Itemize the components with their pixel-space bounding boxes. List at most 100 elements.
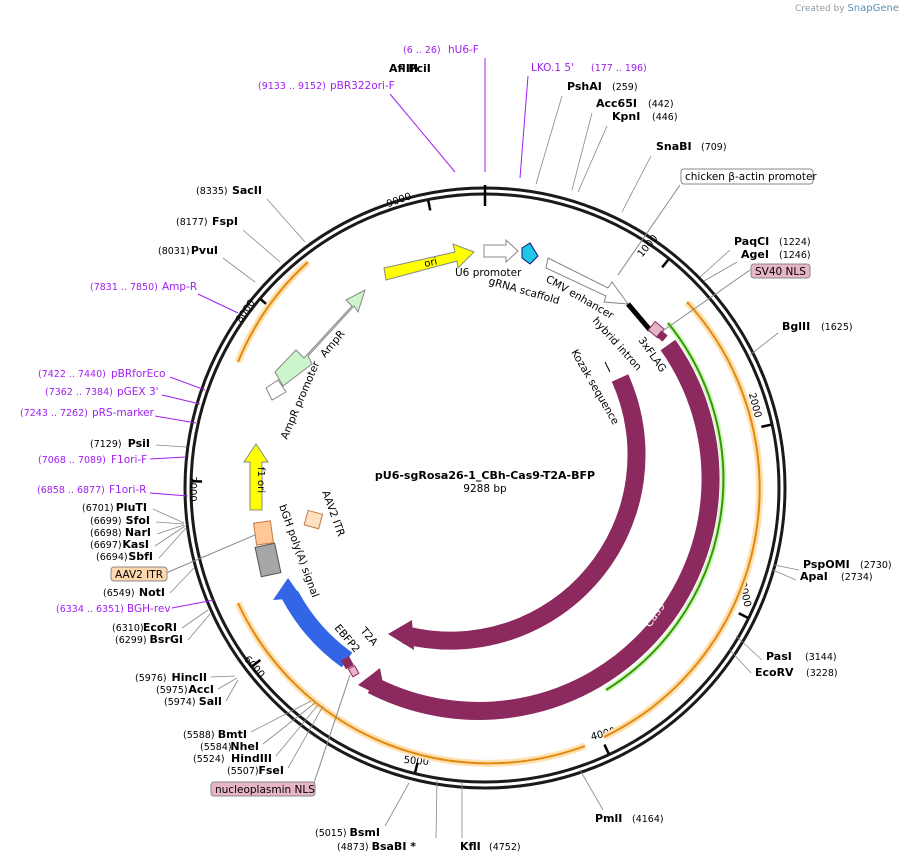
site-leader-28 (154, 525, 186, 547)
site-position: (6697) (90, 540, 122, 551)
primer-name[interactable]: F1ori-R (109, 484, 146, 496)
site-name[interactable]: PvuI (191, 244, 218, 257)
primer-name[interactable]: pGEX 3' (117, 386, 159, 398)
primer-leader-8 (149, 492, 189, 497)
kozak-label: Kozak sequence (568, 348, 621, 427)
primer-range: (7362 .. 7384) (45, 387, 113, 398)
site-name[interactable]: SalI (199, 695, 222, 708)
site-name[interactable]: NotI (139, 586, 165, 599)
primer-name[interactable]: F1ori-F (111, 454, 147, 466)
green-arc (605, 322, 725, 691)
primer-name[interactable]: pRS-marker (92, 407, 155, 419)
cas9-inner-arrowhead (388, 620, 414, 650)
site-name[interactable]: KpnI (612, 110, 640, 123)
site-name[interactable]: SbfI (128, 550, 153, 563)
primer-leader-1 (519, 75, 529, 179)
site-leader-21 (225, 679, 239, 702)
primer-leader-5 (161, 394, 201, 405)
site-leader-18 (275, 704, 319, 757)
primer-range: (7068 .. 7089) (38, 455, 106, 466)
cmv-enhancer-arrow (545, 257, 630, 305)
site-position: (5584) (200, 742, 232, 753)
primer-name[interactable]: LKO.1 5' (531, 62, 574, 74)
tick-mark-4000 (603, 744, 610, 755)
site-name[interactable]: PsiI (128, 437, 150, 450)
site-name[interactable]: NarI (125, 526, 151, 539)
primer-name[interactable]: BGH-rev (127, 603, 171, 615)
site-position: (259) (612, 82, 638, 93)
ampr-arrow (274, 288, 366, 387)
site-name[interactable]: PasI (766, 650, 792, 663)
site-name[interactable]: Acc65I (596, 97, 637, 110)
site-leader-5 (621, 155, 652, 213)
site-name[interactable]: SacII (232, 184, 262, 197)
site-position: (6694) (96, 552, 128, 563)
site-name[interactable]: AflIII (389, 62, 418, 75)
nucleoplasmin-nls-callout: nucleoplasmin NLS (210, 674, 351, 797)
site-position: (6310) (112, 623, 144, 634)
site-name[interactable]: AccI (188, 683, 214, 696)
site-leader-27 (158, 527, 187, 559)
site-leader-23 (210, 675, 236, 678)
site-name[interactable]: BsmI (350, 826, 381, 839)
aav2-itr-box-label: AAV2 ITR (115, 569, 163, 581)
site-leader-2 (535, 95, 563, 185)
site-name[interactable]: SnaBI (656, 140, 692, 153)
site-name[interactable]: - PciI (400, 62, 431, 75)
site-name[interactable]: KflI (460, 840, 481, 853)
site-name[interactable]: BglII (782, 320, 810, 333)
site-leader-31 (152, 508, 185, 524)
site-name[interactable]: FseI (258, 764, 284, 777)
primer-range: (7831 .. 7850) (90, 282, 158, 293)
site-leader-24 (187, 613, 211, 641)
site-leader-3 (571, 112, 593, 191)
site-leader-11 (735, 635, 763, 661)
site-position: (6549) (103, 588, 135, 599)
site-position: (442) (648, 99, 674, 110)
site-leader-10 (772, 569, 797, 581)
site-position: (5524) (193, 754, 225, 765)
ori-arrow (383, 243, 475, 281)
site-leader-32 (155, 444, 187, 448)
site-name[interactable]: BsrGI (150, 633, 183, 646)
site-name[interactable]: SfoI (126, 514, 150, 527)
site-leader-20 (250, 700, 312, 733)
site-name[interactable]: BmtI (218, 728, 247, 741)
site-name[interactable]: PmlI (595, 812, 622, 825)
site-name[interactable]: PaqCI (734, 235, 769, 248)
snapgene-credit: Created by SnapGene (795, 3, 899, 14)
site-name[interactable]: HincII (171, 671, 207, 684)
primer-name[interactable]: hU6-F (448, 44, 479, 56)
primer-name[interactable]: Amp-R (162, 281, 197, 293)
site-position: (5015) (315, 828, 347, 839)
site-name[interactable]: FspI (212, 215, 238, 228)
site-name[interactable]: KasI (122, 538, 149, 551)
ampr-promoter-arrow (265, 379, 287, 401)
site-name[interactable]: PshAI (567, 80, 602, 93)
site-name[interactable]: AgeI (741, 248, 769, 261)
ampr-label: AmpR (318, 328, 347, 360)
tick-mark-2000 (761, 423, 772, 429)
sv40-nls-callout: SV40 NLS (663, 263, 811, 331)
site-name[interactable]: EcoRI (143, 621, 177, 634)
primer-name[interactable]: pBR322ori-F (330, 80, 395, 92)
site-position: (8031) (158, 246, 190, 257)
site-position: (5507) (227, 766, 259, 777)
site-position: (2734) (841, 572, 873, 583)
site-position: (8177) (176, 217, 208, 228)
site-name[interactable]: HindIII (231, 752, 272, 765)
site-name[interactable]: ApaI (800, 570, 828, 583)
site-name[interactable]: BsaBI * (372, 840, 417, 853)
credit-prefix: Created by (795, 4, 845, 14)
nucleoplasmin-nls-block (347, 664, 360, 678)
site-position: (3228) (806, 668, 838, 679)
site-name[interactable]: PspOMI (803, 558, 850, 571)
site-position: (6699) (90, 516, 122, 527)
site-name[interactable]: NheI (230, 740, 259, 753)
site-position: (6299) (115, 635, 147, 646)
site-name[interactable]: EcoRV (755, 666, 794, 679)
site-name[interactable]: PluTI (116, 501, 147, 514)
cas9-inner-arc (402, 374, 646, 650)
primer-name[interactable]: pBRforEco (111, 368, 165, 380)
primer-leader-9 (171, 599, 215, 609)
